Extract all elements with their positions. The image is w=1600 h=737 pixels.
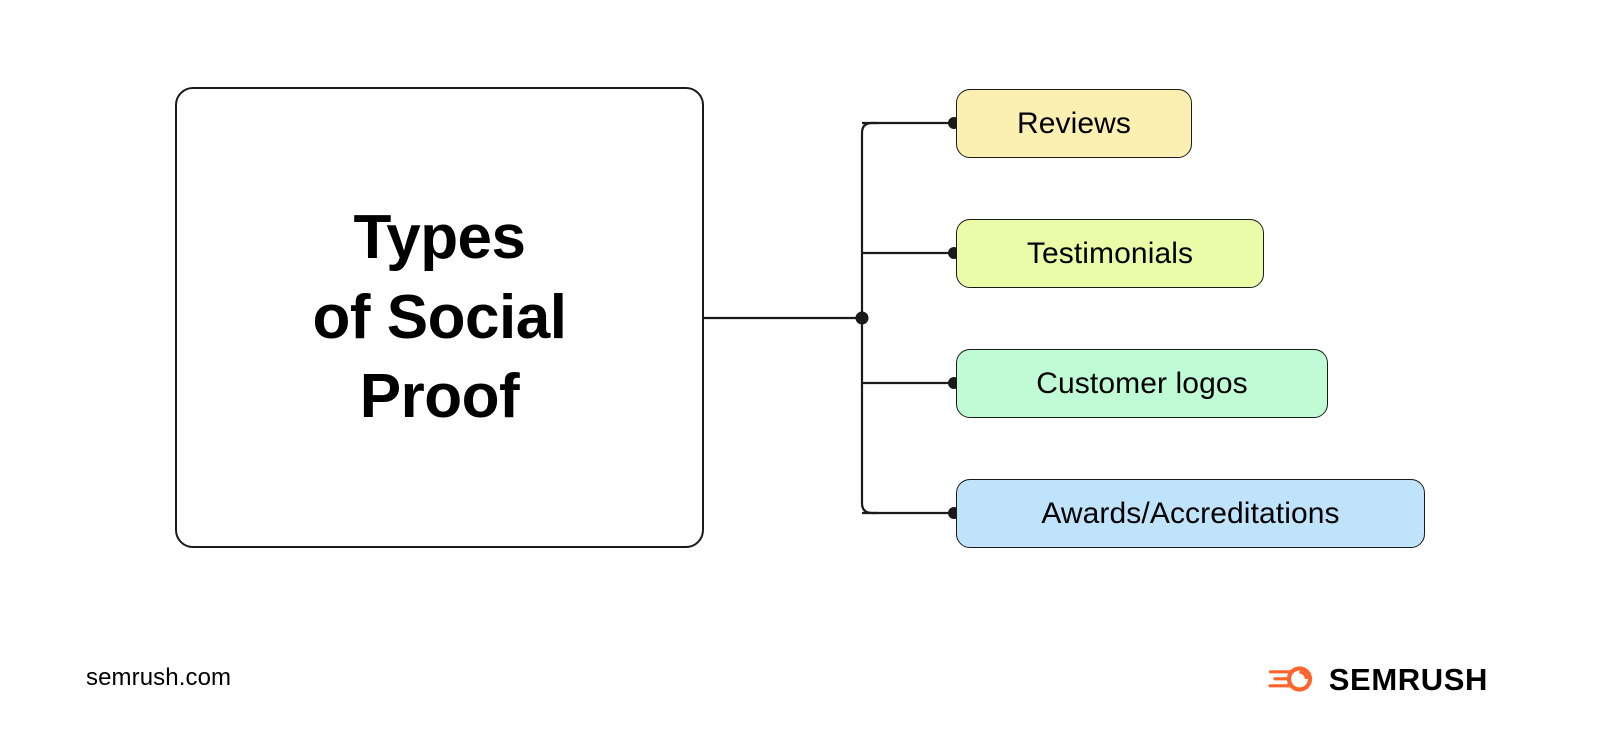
branch-label: Awards/Accreditations (1041, 496, 1340, 530)
branch-label: Reviews (1016, 106, 1132, 140)
root-concept-box: Types of Social Proof (175, 87, 704, 548)
branch-box-reviews[interactable]: Reviews (956, 89, 1192, 158)
root-concept-title: Types of Social Proof (312, 203, 567, 432)
connector-spine (860, 121, 878, 515)
junction-dot-center (855, 311, 869, 325)
branch-box-customer-logos[interactable]: Customer logos (956, 349, 1328, 418)
branch-label: Customer logos (1036, 366, 1248, 400)
branch-box-testimonials[interactable]: Testimonials (956, 219, 1264, 288)
branch-label: Testimonials (1026, 236, 1194, 270)
semrush-comet-icon (1268, 666, 1312, 692)
source-url-label: semrush.com (86, 664, 232, 691)
semrush-logo: SEMRUSH (1268, 658, 1488, 700)
semrush-wordmark: SEMRUSH (1328, 661, 1488, 697)
branch-box-awards-accreditations[interactable]: Awards/Accreditations (956, 479, 1425, 548)
